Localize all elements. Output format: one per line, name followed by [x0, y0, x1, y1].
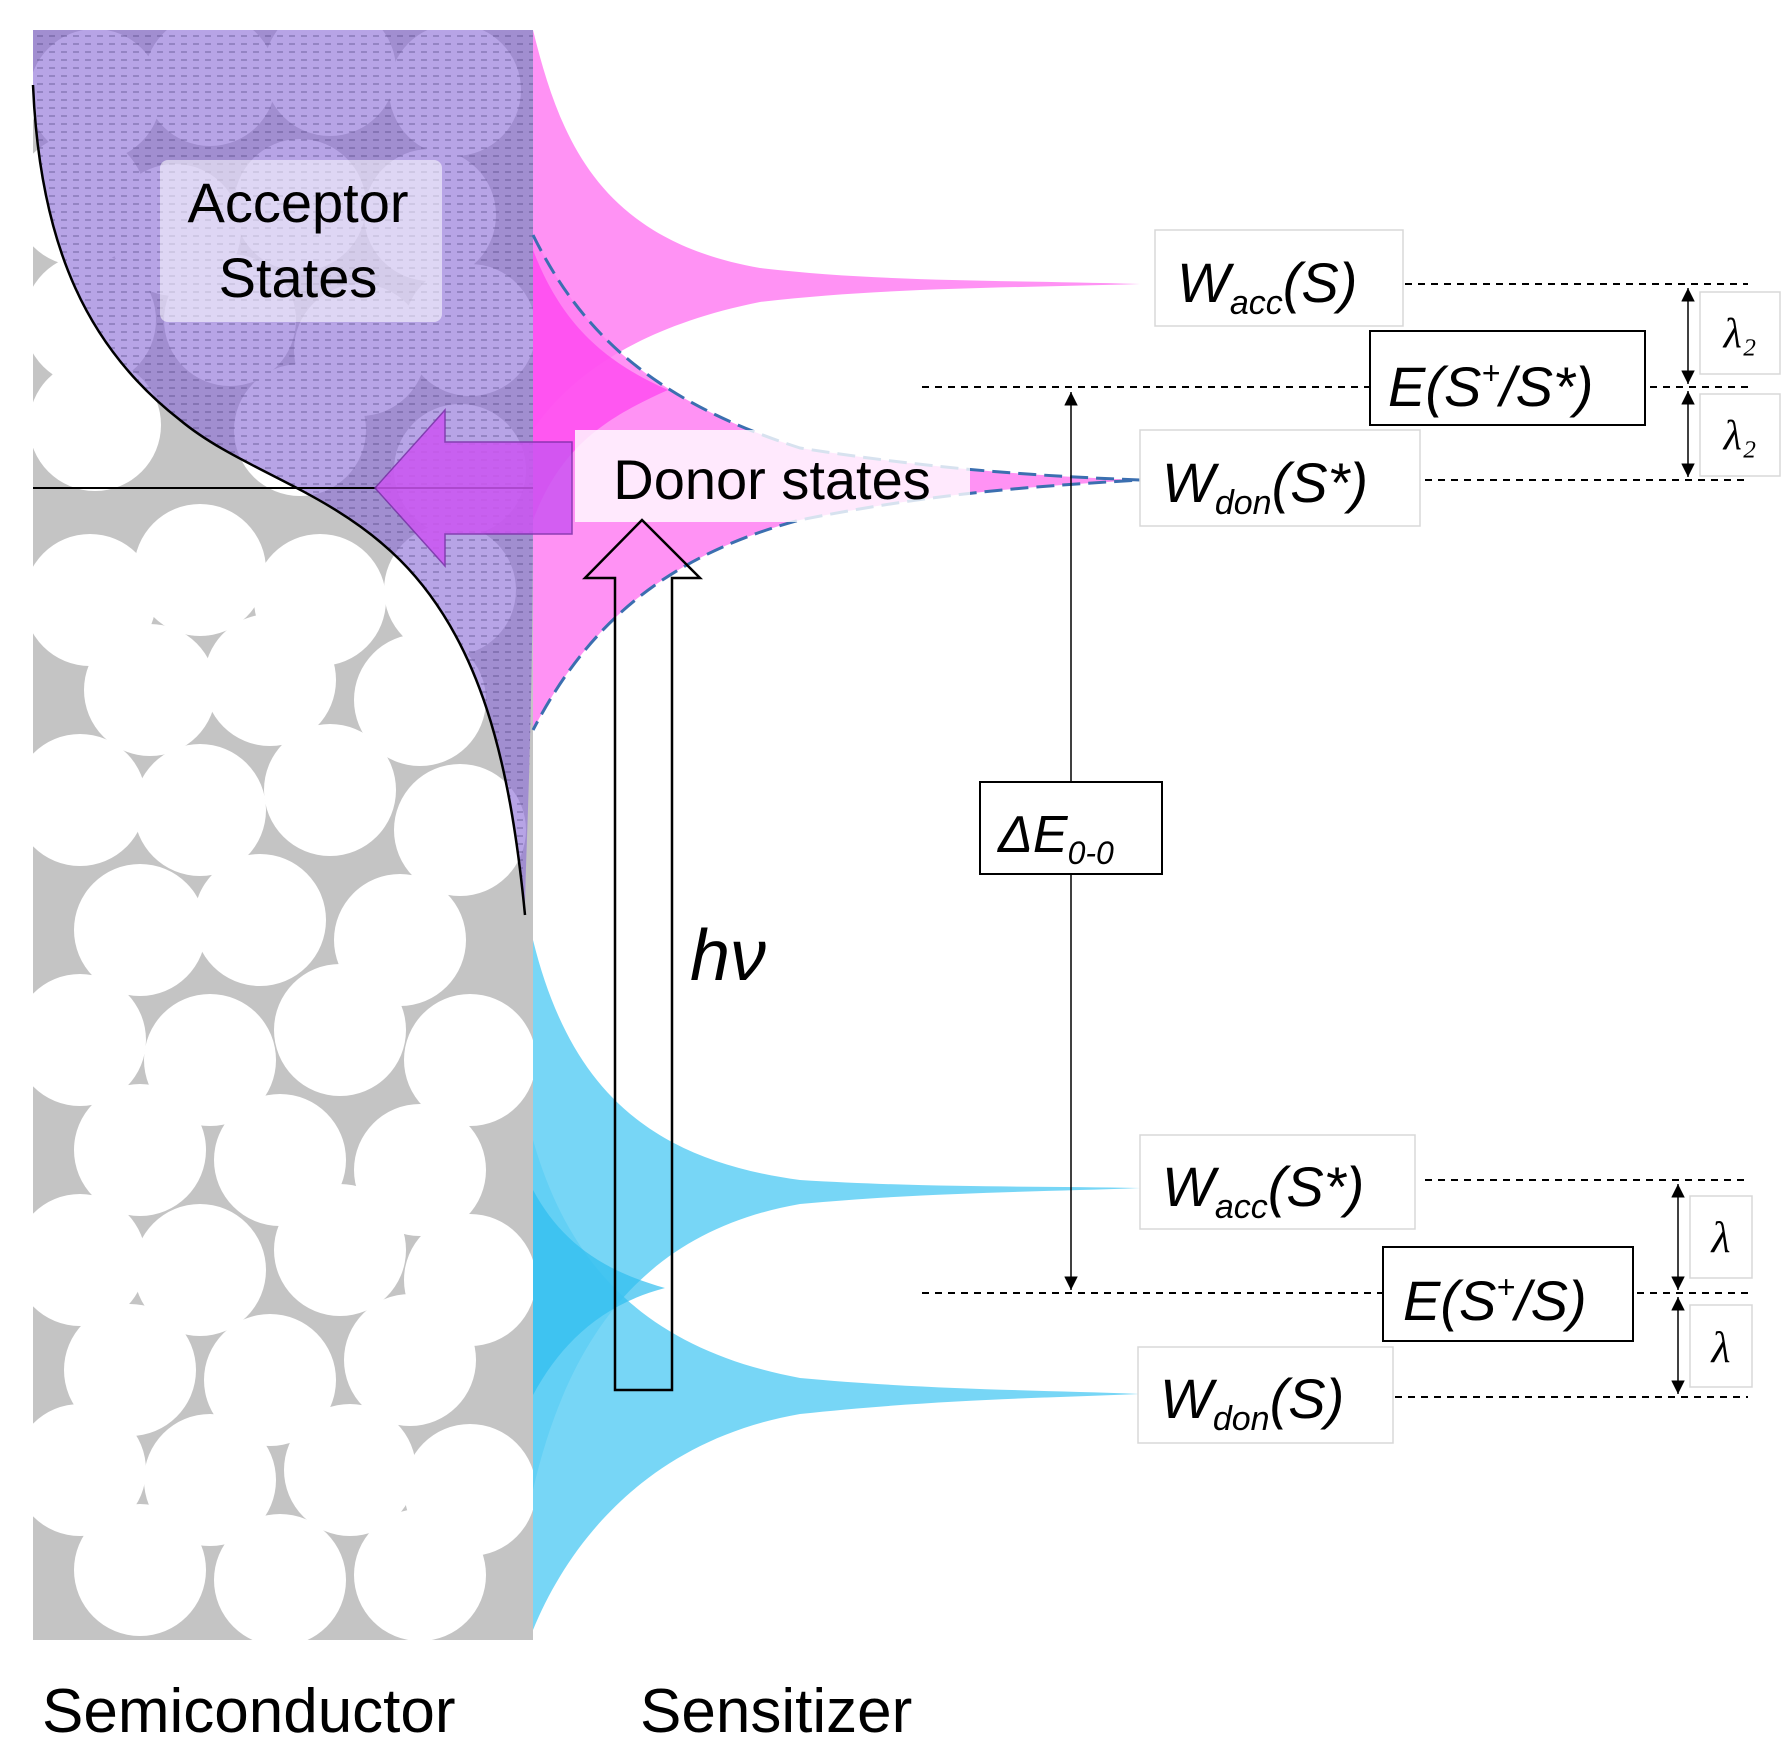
photon-label: hν: [690, 916, 766, 996]
wdon-sstar-box: [1139, 429, 1421, 527]
lower-distribution-wdon: [533, 1140, 1140, 1630]
wacc-sstar-box: [1139, 1134, 1416, 1230]
nanoparticle: [274, 1184, 406, 1316]
donor-label-bg: [575, 430, 970, 522]
nanoparticle: [144, 1414, 276, 1546]
e-splus-s-label: E(S+/S): [1403, 1269, 1587, 1332]
acceptor-label-line1: Acceptor: [188, 171, 409, 234]
lower-overlap-region: [533, 1190, 665, 1395]
lambda-lower-box: [1689, 1304, 1753, 1388]
delta-e00-label: ΔE0-0: [996, 806, 1114, 871]
nanoparticle: [74, 1084, 206, 1216]
nanoparticle: [214, 1514, 346, 1640]
nanoparticle: [33, 974, 146, 1106]
nanoparticle: [404, 994, 533, 1126]
nanoparticle: [284, 1404, 416, 1536]
sensitizer-label: Sensitizer: [640, 1677, 912, 1746]
nanoparticle: [74, 864, 206, 996]
injection-arrow: [373, 408, 573, 568]
photon-excitation-arrow: [582, 518, 704, 1392]
donor-states-label: Donor states: [613, 448, 931, 511]
delta-e00-box: [979, 781, 1163, 875]
acceptor-label-line2: States: [219, 246, 378, 309]
nanoparticle: [354, 1104, 486, 1236]
nanoparticle: [134, 744, 266, 876]
e-splus-sstar-box: [1369, 330, 1646, 426]
density-of-states-curve: [31, 84, 527, 916]
donor-states-curve: [531, 234, 1141, 731]
wacc-sstar-label: Wacc(S*): [1162, 1155, 1364, 1226]
nanoparticle: [344, 1294, 476, 1426]
nanoparticle: [354, 1509, 486, 1640]
nanoparticle: [33, 1404, 146, 1536]
lambda2-upper-label: λ₂: [1722, 311, 1757, 357]
lambda-upper-box: [1689, 1195, 1753, 1279]
nanoparticle: [74, 1504, 206, 1636]
e-splus-sstar-label: E(S+/S*): [1388, 355, 1593, 418]
lambda2-lower-box: [1699, 393, 1781, 477]
nanoparticle: [264, 724, 396, 856]
wacc-s-box: [1154, 229, 1404, 327]
nanoparticle: [204, 1314, 336, 1446]
lambda-upper-label: λ: [1709, 1213, 1730, 1262]
wdon-sstar-label: Wdon(S*): [1162, 451, 1368, 522]
nanoparticle: [354, 634, 486, 766]
acceptor-label-bg: [160, 160, 442, 322]
nanoparticle: [33, 734, 146, 866]
lambda2-lower-label: λ₂: [1722, 413, 1757, 459]
nanoparticle: [194, 854, 326, 986]
wdon-s-box: [1137, 1346, 1394, 1444]
nanoparticle: [204, 614, 336, 746]
lambda-lower-label: λ: [1709, 1323, 1730, 1372]
nanoparticle: [33, 1194, 146, 1326]
nanoparticle: [84, 624, 216, 756]
wdon-s-label: Wdon(S): [1160, 1367, 1344, 1438]
semiconductor-label: Semiconductor: [42, 1677, 456, 1746]
nanoparticle: [134, 504, 266, 636]
nanoparticle: [394, 764, 526, 896]
nanoparticle: [33, 359, 161, 491]
nanoparticle: [134, 1204, 266, 1336]
lambda2-upper-box: [1699, 291, 1781, 375]
e-splus-s-box: [1382, 1246, 1634, 1342]
wacc-s-label: Wacc(S): [1177, 251, 1357, 322]
nanoparticle: [274, 964, 406, 1096]
nanoparticle: [144, 994, 276, 1126]
nanoparticle: [64, 1304, 196, 1436]
lower-distribution-wacc: [533, 940, 1140, 1490]
